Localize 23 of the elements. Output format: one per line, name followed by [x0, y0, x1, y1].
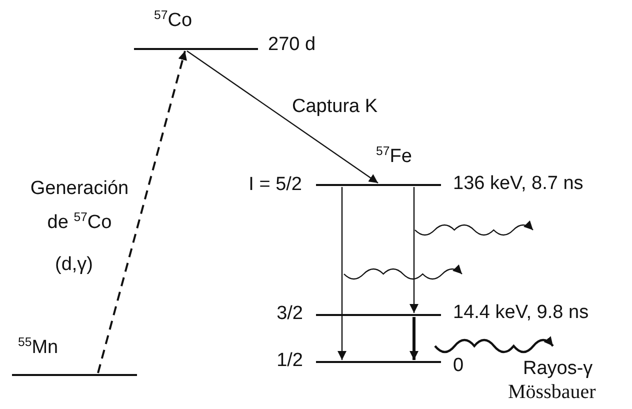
transition-arrow	[338, 187, 346, 360]
energy-level-line	[316, 146, 441, 186]
edge-label: Generación de $^{57}$Co	[29, 177, 130, 235]
isotope-label: $^{57}$Fe	[376, 146, 412, 168]
transition-arrow	[410, 317, 418, 360]
annotation-text: Mössbauer	[508, 381, 596, 403]
isotope-label: $^{57}$Co	[154, 10, 192, 32]
level-value: 270 d	[268, 34, 316, 56]
transition-arrow	[186, 50, 378, 184]
annotation-text: (d,γ)	[55, 254, 93, 276]
level-value: 136 keV, 8.7 ns	[453, 173, 584, 195]
level-value: 14.4 keV, 9.8 ns	[453, 302, 589, 324]
energy-level-line	[134, 10, 258, 50]
isotope-label: $^{55}$Mn	[18, 337, 58, 359]
spin-label: 3/2	[276, 303, 303, 325]
level-value: 0	[453, 355, 464, 377]
spin-label: I = 5/2	[248, 174, 302, 196]
energy-level-line	[12, 337, 137, 376]
annotation-text: Rayos-γ	[523, 358, 593, 380]
transition-arrow	[410, 187, 418, 313]
spin-label: 1/2	[276, 350, 303, 372]
edge-label: Captura K	[292, 96, 378, 118]
transition-arrow	[97, 50, 187, 374]
